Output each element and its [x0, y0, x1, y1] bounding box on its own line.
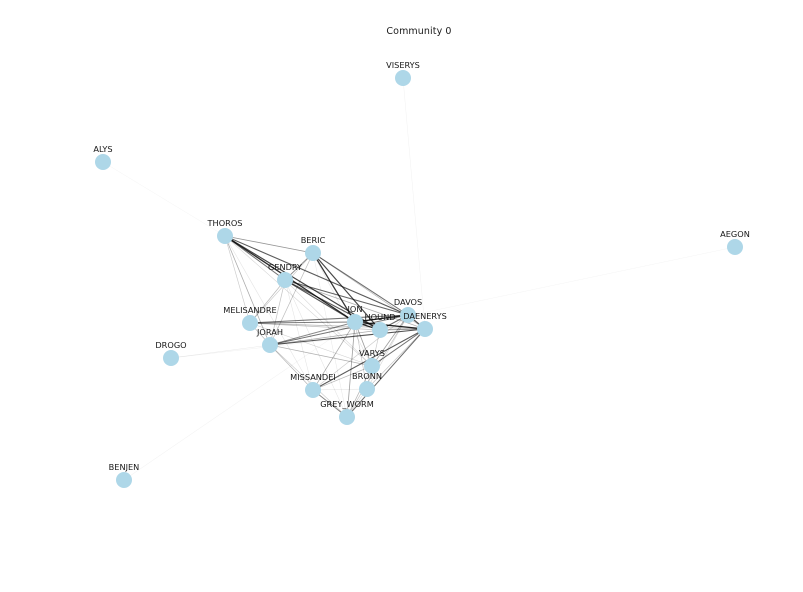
- nodes-layer: [95, 70, 743, 488]
- graph-node[interactable]: [305, 382, 321, 398]
- graph-edge: [269, 344, 373, 367]
- graph-node[interactable]: [395, 70, 411, 86]
- graph-node[interactable]: [242, 315, 258, 331]
- graph-edge: [312, 252, 409, 316]
- graph-edge: [249, 322, 426, 330]
- graph-node[interactable]: [417, 321, 433, 337]
- graph-node-label: GENDRY: [268, 262, 303, 272]
- graph-node-label: MISSANDEI: [290, 372, 336, 382]
- graph-node-label: JON: [347, 304, 363, 314]
- graph-node-label: HOUND: [364, 312, 395, 322]
- graph-edge: [249, 322, 373, 367]
- graph-edge: [354, 321, 426, 330]
- graph-edge: [284, 279, 356, 323]
- graph-node[interactable]: [727, 239, 743, 255]
- graph-node-label: GREY_WORM: [320, 399, 374, 409]
- graph-edge: [312, 321, 356, 391]
- graph-node-label: AEGON: [720, 229, 750, 239]
- graph-node[interactable]: [339, 409, 355, 425]
- graph-edge: [284, 279, 373, 367]
- graph-node-label: VARYS: [359, 348, 385, 358]
- graph-edge: [346, 328, 426, 418]
- graph-edge: [284, 279, 348, 418]
- graph-node[interactable]: [262, 337, 278, 353]
- graph-edge: [269, 344, 348, 418]
- node-labels-layer: VISERYS ALYS THOROS AEGON BERIC GENDRY DAVOS JO…: [93, 60, 749, 472]
- graph-edge: [269, 252, 314, 346]
- graph-node[interactable]: [277, 272, 293, 288]
- graph-node-label: BRONN: [352, 371, 382, 381]
- graph-node[interactable]: [347, 314, 363, 330]
- graph-node[interactable]: [372, 322, 388, 338]
- graph-edge: [269, 344, 314, 391]
- graph-edge: [354, 321, 368, 390]
- graph-edge: [224, 235, 373, 367]
- graph-node[interactable]: [163, 350, 179, 366]
- graph-edge: [123, 321, 356, 481]
- graph-edge: [284, 279, 426, 330]
- graph-edge: [249, 321, 356, 324]
- chart-title: Community 0: [386, 26, 452, 37]
- graph-edge: [224, 235, 314, 254]
- graph-node[interactable]: [359, 381, 375, 397]
- graph-edge: [402, 77, 426, 330]
- graph-edge: [312, 314, 409, 391]
- graph-node-label: THOROS: [207, 218, 243, 228]
- edges-layer: [102, 77, 736, 481]
- graph-edge: [224, 235, 409, 316]
- graph-edge: [284, 279, 314, 391]
- graph-node-label: DAENERYS: [403, 311, 447, 321]
- graph-edge: [312, 252, 373, 367]
- graph-edge: [249, 314, 409, 324]
- graph-edge: [312, 365, 373, 391]
- graph-node[interactable]: [364, 358, 380, 374]
- graph-edge: [249, 279, 286, 324]
- graph-edge: [354, 314, 409, 323]
- graph-node[interactable]: [217, 228, 233, 244]
- graph-edge: [312, 252, 356, 323]
- graph-node-label: VISERYS: [386, 60, 420, 70]
- graph-node-label: JORAH: [256, 327, 283, 337]
- graph-node[interactable]: [116, 472, 132, 488]
- graph-edge: [269, 246, 736, 346]
- graph-edge: [312, 388, 368, 391]
- graph-edge: [269, 314, 409, 346]
- graph-edge: [284, 279, 409, 316]
- graph-node-label: DROGO: [155, 340, 186, 350]
- graph-node-label: BERIC: [301, 235, 326, 245]
- graph-node[interactable]: [400, 307, 416, 323]
- graph-node[interactable]: [95, 154, 111, 170]
- graph-edge: [269, 329, 381, 346]
- graph-edge: [102, 161, 226, 237]
- graph-node-label: MELISANDRE: [223, 305, 276, 315]
- graph-edge: [224, 235, 271, 346]
- graph-edge: [312, 252, 348, 418]
- graph-edge: [269, 279, 286, 346]
- graph-edge: [366, 328, 426, 390]
- graph-edge: [224, 235, 314, 391]
- graph-edge: [371, 314, 409, 367]
- graph-edge: [249, 322, 314, 391]
- graph-edge: [249, 252, 314, 324]
- graph-edge: [269, 321, 356, 346]
- graph-edge: [224, 235, 251, 324]
- graph-node-label: DAVOS: [394, 297, 422, 307]
- graph-edge: [366, 314, 409, 390]
- graph-edge: [269, 328, 426, 346]
- graph-node-label: BENJEN: [109, 462, 140, 472]
- graph-edge: [170, 344, 271, 359]
- graph-node[interactable]: [305, 245, 321, 261]
- graph-edge: [284, 279, 381, 331]
- graph-edge: [371, 328, 426, 367]
- graph-node-label: ALYS: [93, 144, 112, 154]
